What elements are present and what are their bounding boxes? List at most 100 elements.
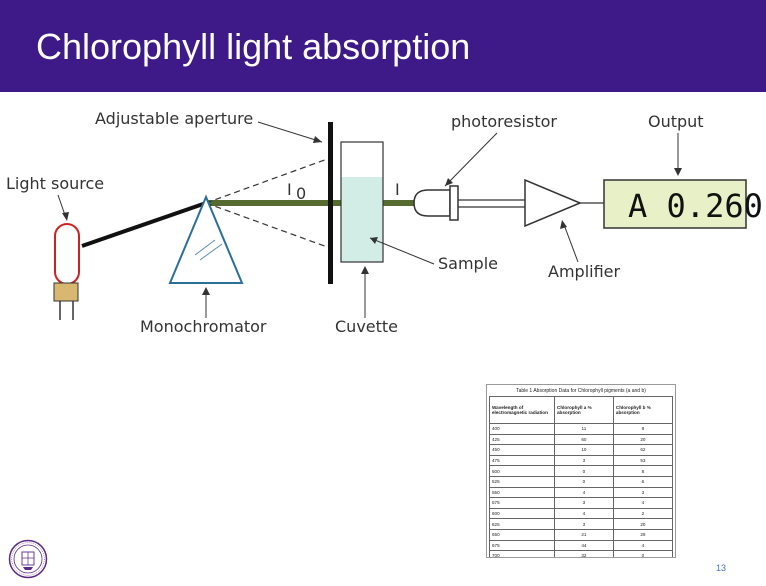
label-cuvette: Cuvette	[335, 317, 398, 336]
table-cell: 575	[489, 497, 555, 509]
table-cell: 0	[554, 475, 614, 488]
table-cell: 3	[554, 518, 614, 530]
table-cell: 10	[554, 444, 614, 456]
adjustable-aperture	[328, 122, 333, 284]
monochromator-prism	[168, 194, 244, 284]
table-cell: 3	[554, 497, 614, 509]
table-header-wavelength: Wavelength of electromagnetic radiation	[489, 396, 555, 424]
arrowhead-cuvette	[361, 266, 369, 274]
table-cell: 400	[489, 423, 555, 435]
table-cell: 525	[489, 475, 555, 488]
table-cell: 4	[612, 497, 674, 509]
table-cell: 44	[554, 539, 614, 552]
arrowhead-amplifier	[560, 220, 567, 229]
table-cell: 0	[554, 465, 614, 477]
spectrophotometer-diagram: A 0.260 Adjustable aperture photoresisto…	[6, 109, 763, 336]
table-cell: 3	[612, 486, 674, 499]
light-source-bulb	[54, 223, 80, 285]
table-cell: 53	[612, 454, 674, 467]
arrowhead-aperture	[313, 136, 322, 143]
light-source-base	[53, 282, 79, 302]
table-cell: 425	[489, 433, 555, 446]
label-i0: I	[287, 180, 292, 199]
table-cell: 600	[489, 507, 555, 520]
table-header-row: Wavelength of electromagnetic radiation …	[489, 396, 674, 424]
arrow-aperture	[257, 121, 323, 143]
slide-title: Chlorophyll light absorption	[36, 26, 471, 67]
table-cell: 4	[554, 507, 614, 520]
label-i: I	[395, 180, 400, 199]
photoresistor-cap	[449, 185, 459, 221]
monochromatic-beam	[206, 200, 420, 206]
dispersed-ray-lower	[205, 202, 331, 249]
title-bar: Chlorophyll light absorption	[0, 0, 766, 92]
arrow-sample	[369, 237, 435, 265]
table-header-chlorophyll-b: Chlorophyll b % absorption	[612, 396, 674, 424]
table-header-chlorophyll-a: Chlorophyll a % absorption	[554, 396, 614, 424]
arrowhead-monochromator	[202, 287, 210, 295]
table-cell: 675	[489, 539, 555, 552]
table-cell: 20	[612, 433, 674, 446]
table-cell: 8	[612, 423, 674, 435]
table-cell: 550	[489, 486, 555, 499]
arrowhead-output	[674, 168, 682, 176]
table-cell: 0	[612, 550, 674, 557]
table-cell: 60	[554, 433, 614, 446]
table-cell: 450	[489, 444, 555, 456]
label-i0-subscript: 0	[296, 184, 306, 203]
table-cell: 11	[554, 423, 614, 435]
label-monochromator: Monochromator	[140, 317, 267, 336]
incident-beam	[81, 201, 207, 248]
table-cell: 2	[612, 507, 674, 520]
table-cell: 500	[489, 465, 555, 477]
absorption-table: Wavelength of electromagnetic radiation …	[489, 396, 674, 557]
prism-reflection	[199, 243, 223, 261]
page-number: 13	[716, 563, 727, 573]
table-cell: 32	[554, 550, 614, 557]
cuvette	[340, 141, 384, 263]
table-cell: 21	[554, 528, 614, 541]
arrow-photoresistor	[444, 132, 498, 187]
cuvette-sample	[341, 177, 383, 262]
table-cell: 625	[489, 518, 555, 530]
label-output: Output	[648, 112, 704, 131]
label-sample: Sample	[438, 254, 498, 273]
table-cell: 8	[612, 465, 674, 477]
output-display	[603, 179, 747, 229]
label-adjustable-aperture: Adjustable aperture	[95, 109, 253, 128]
table-cell: 650	[489, 528, 555, 541]
table-caption: Table 1 Absorption Data for Chlorophyll …	[516, 388, 646, 394]
table-cell: 3	[554, 454, 614, 467]
dispersed-ray-upper	[205, 157, 331, 204]
table-cell: 700	[489, 550, 555, 557]
table-cell: 475	[489, 454, 555, 467]
table-cell: 20	[612, 518, 674, 530]
prism-reflection	[194, 239, 216, 256]
table-cell: 62	[612, 444, 674, 456]
output-reading: A 0.260	[628, 187, 763, 225]
table-cell: 4	[554, 486, 614, 499]
absorption-table-image: Table 1 Absorption Data for Chlorophyll …	[486, 384, 676, 558]
arrowhead-sample	[370, 237, 378, 244]
arrow-amplifier	[562, 221, 579, 263]
table-cell: 6	[612, 475, 674, 488]
university-seal-icon	[8, 539, 48, 579]
photoresistor	[413, 189, 451, 217]
label-photoresistor: photoresistor	[451, 112, 557, 131]
table-cell: 29	[612, 528, 674, 541]
arrowhead-light-source	[62, 212, 69, 221]
label-light-source: Light source	[6, 174, 104, 193]
amplifier	[524, 178, 582, 228]
arrowhead-photoresistor	[445, 178, 453, 186]
